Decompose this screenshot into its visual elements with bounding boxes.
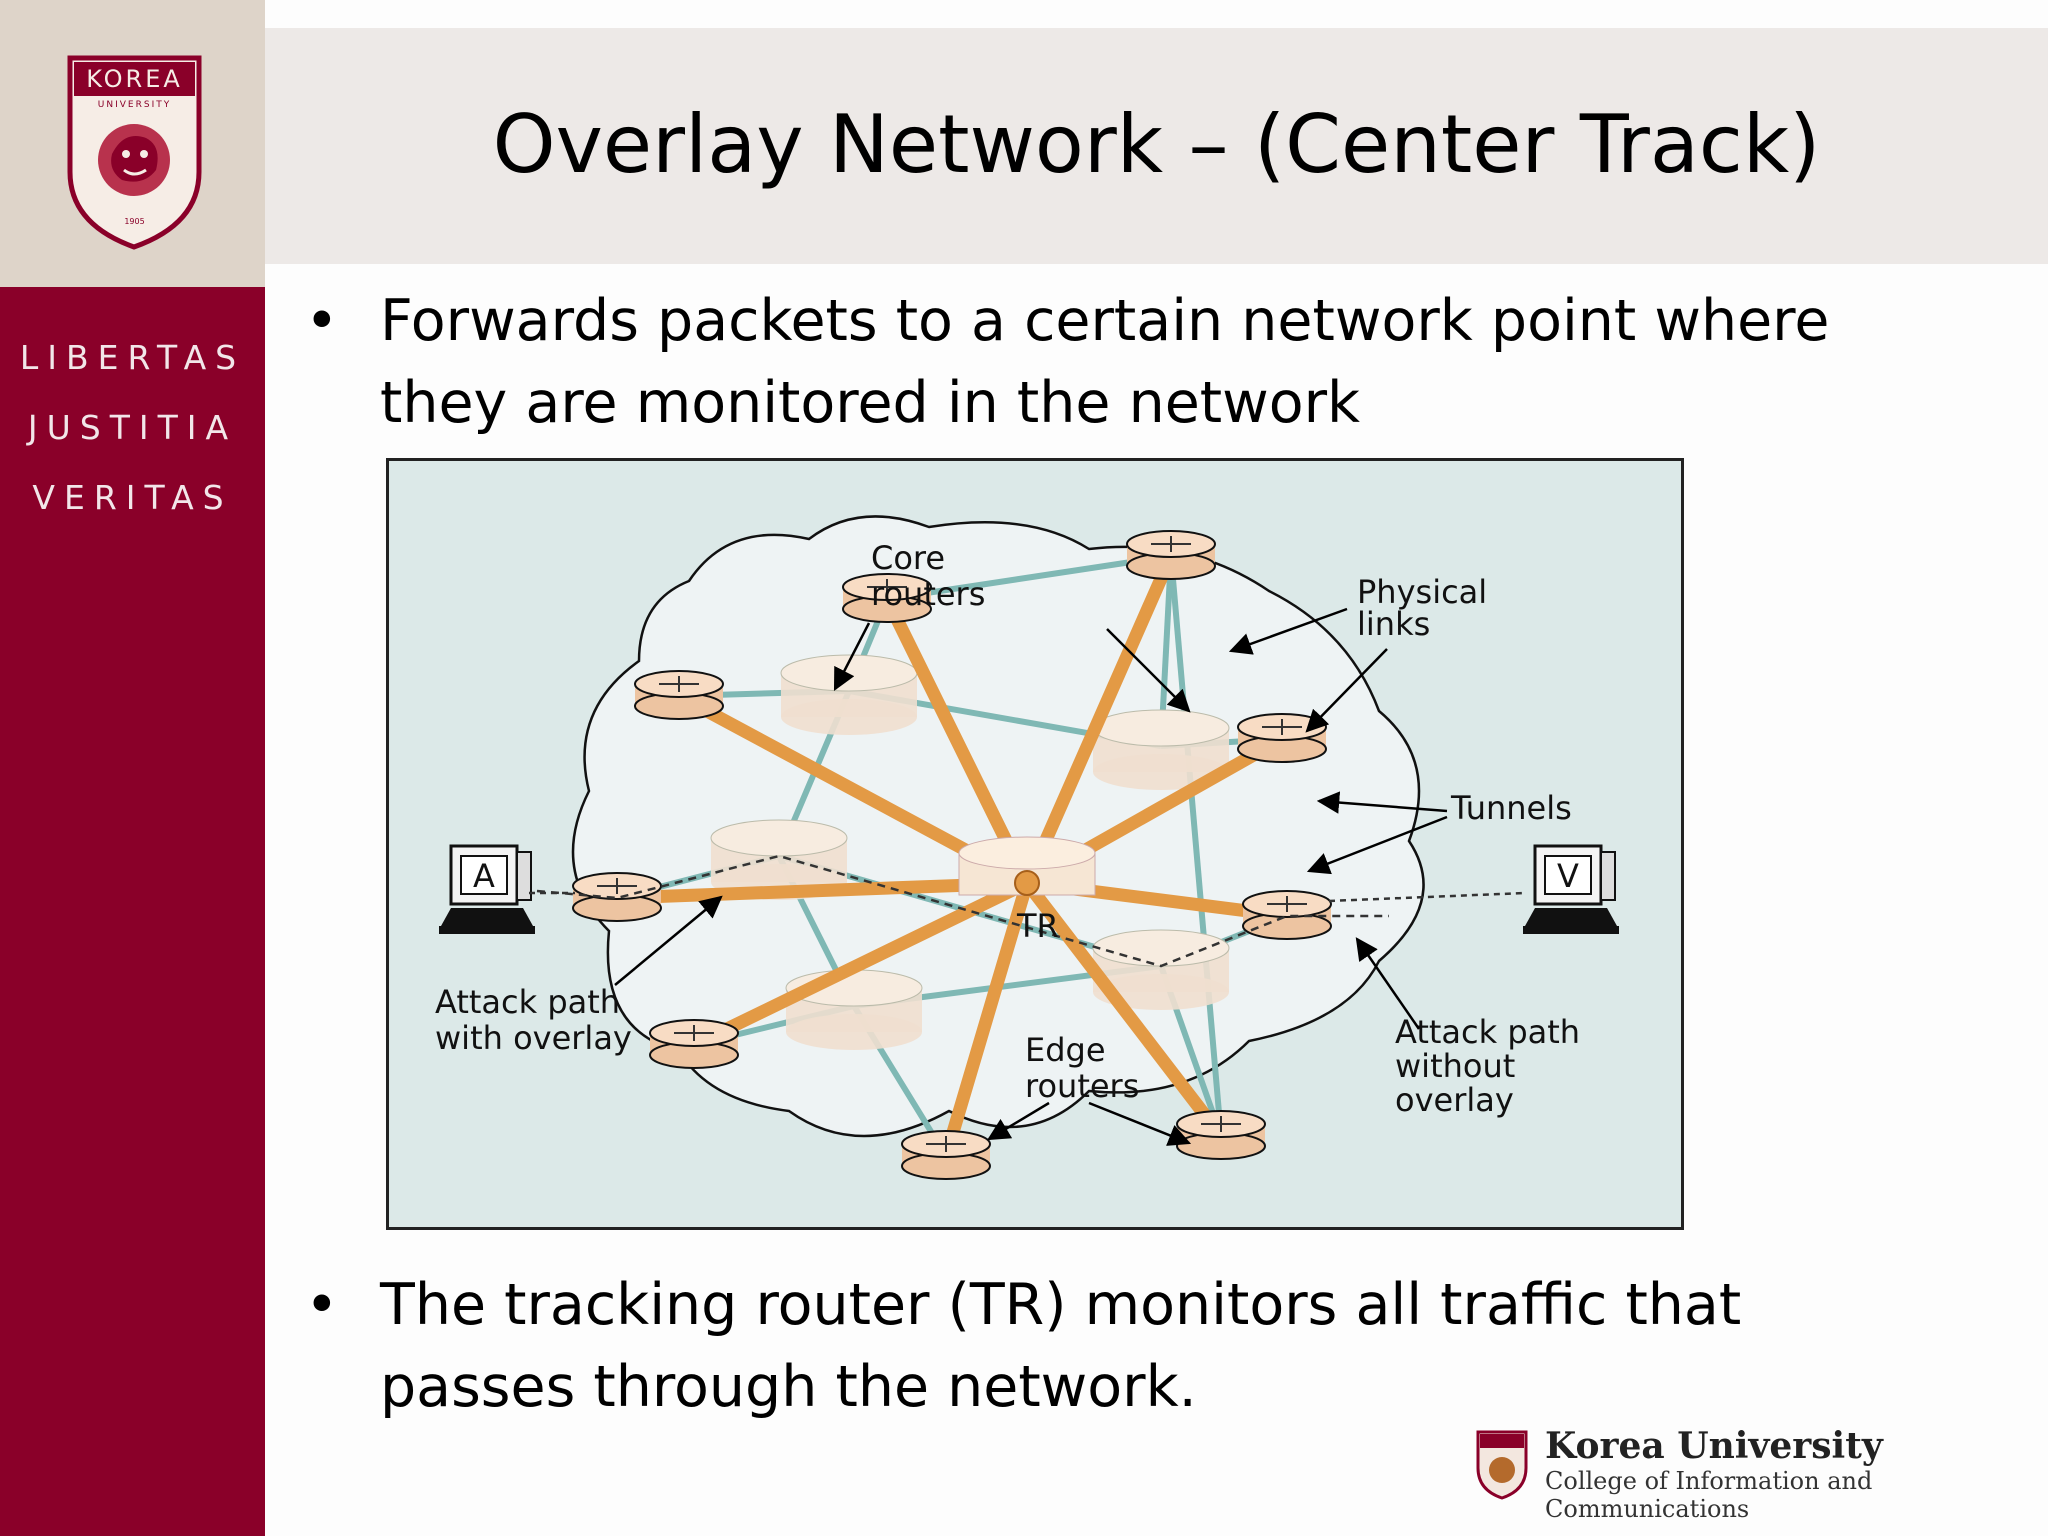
bullet-2-text: The tracking router (TR) monitors all tr… [380, 1272, 1742, 1420]
edge-routers [572, 530, 1332, 1180]
footer-university-name: Korea University [1545, 1425, 1883, 1467]
victim-label: V [1557, 857, 1579, 895]
seal-text: KOREA [86, 65, 183, 93]
footer-shield-icon [1476, 1430, 1528, 1500]
attacker-label: A [473, 857, 495, 895]
bullet-dot: • [305, 288, 339, 354]
victim-computer-icon: V [1523, 844, 1619, 934]
footer-college-name: College of Information and Communication… [1545, 1467, 1873, 1523]
university-seal-icon: KOREA UNIVERSITY 1905 [67, 55, 202, 250]
tunnels-label: Tunnels [1450, 789, 1572, 827]
title-band [265, 28, 2048, 264]
tracking-router-label: TR [1016, 907, 1059, 945]
attacker-computer-icon: A [439, 844, 535, 934]
tracking-router [958, 836, 1096, 896]
sidebar-band [0, 287, 265, 1536]
seal-year: 1905 [124, 217, 144, 226]
bullet-dot: • [305, 1272, 339, 1338]
motto-veritas: VERITAS [32, 478, 233, 517]
motto-justitia: JUSTITIA [27, 408, 238, 447]
seal-subtext: UNIVERSITY [98, 100, 171, 110]
label-arrows [614, 607, 1448, 1146]
bullet-1-text: Forwards packets to a certain network po… [380, 288, 1830, 436]
motto-libertas: LIBERTAS [19, 338, 246, 377]
slide-title: Overlay Network – (Center Track) [492, 98, 1821, 191]
